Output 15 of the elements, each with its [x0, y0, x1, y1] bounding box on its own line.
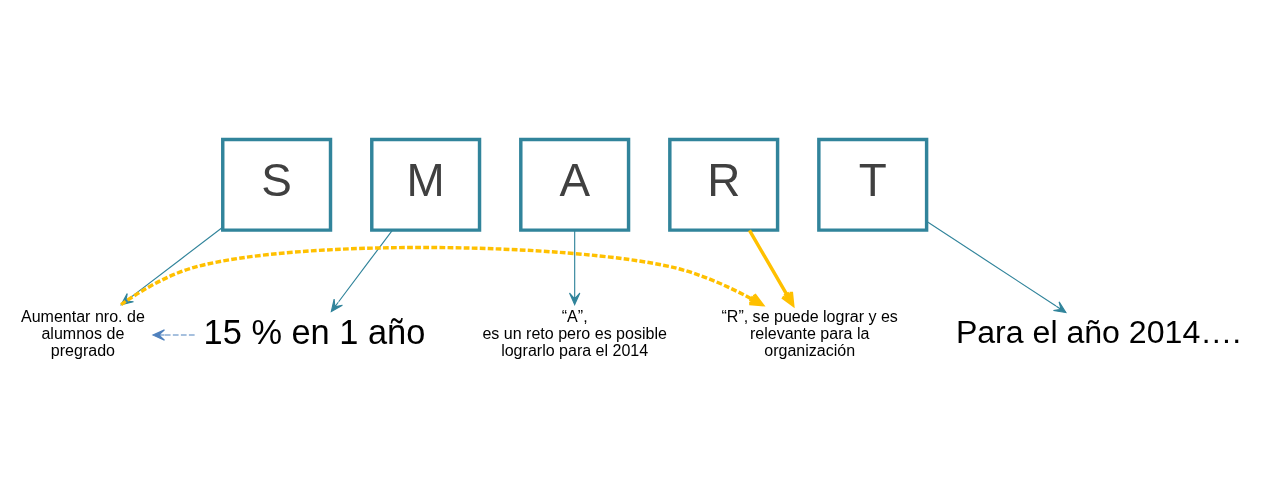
node-text: 15 % en 1 año: [203, 312, 426, 351]
arrow: [926, 220, 1067, 313]
node-box: M: [370, 137, 482, 232]
arrow: [568, 229, 581, 305]
node-text: “R”, se puede lograr y es relevante para la organización: [721, 306, 898, 359]
node-box: R: [668, 137, 780, 232]
node-box: S: [221, 137, 333, 232]
node-text: Aumentar nro. de alumnos de pregrado: [20, 306, 145, 359]
arrow: [748, 229, 795, 306]
node-text: Para el año 2014….: [955, 313, 1242, 350]
arrow: [330, 229, 393, 312]
node-box: T: [817, 137, 929, 232]
arrow: [152, 328, 196, 341]
node-box: A: [519, 137, 631, 232]
node-text: “A”, es un reto pero es posible lograrlo para el 2014: [482, 306, 667, 359]
